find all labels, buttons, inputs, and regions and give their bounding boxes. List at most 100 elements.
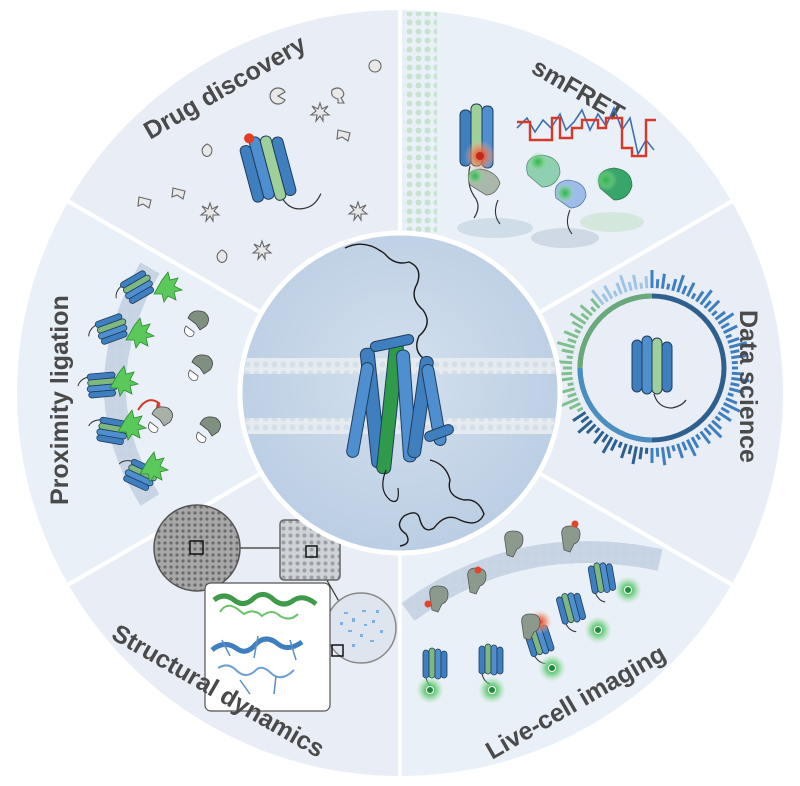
data-tick	[717, 312, 735, 325]
data-tick	[615, 282, 623, 295]
data-tick	[557, 360, 573, 365]
data-tick	[714, 310, 726, 321]
label-data-science: Data science	[734, 310, 762, 463]
data-tick	[609, 439, 618, 452]
data-tick	[676, 443, 684, 459]
data-tick	[727, 392, 734, 398]
data-tick	[571, 320, 584, 330]
data-tick	[690, 292, 697, 300]
data-tick	[559, 387, 576, 395]
data-tick	[638, 447, 644, 460]
data-tick	[572, 411, 587, 423]
data-tick	[711, 419, 723, 430]
data-tick	[577, 419, 593, 434]
data-tick	[576, 406, 584, 413]
data-tick	[660, 273, 666, 289]
data-tick	[727, 336, 740, 344]
data-tick	[666, 283, 671, 290]
data-tick	[560, 397, 579, 407]
data-tick	[567, 382, 574, 387]
data-tick	[730, 349, 740, 354]
data-tick	[690, 436, 700, 449]
data-tick	[590, 297, 601, 309]
data-tick	[601, 293, 609, 303]
data-tick	[731, 376, 750, 383]
data-tick	[723, 324, 738, 334]
data-tick	[567, 337, 577, 344]
data-tick	[644, 276, 649, 289]
data-tick	[703, 300, 712, 309]
data-tick	[711, 310, 718, 317]
data-tick	[686, 439, 697, 457]
data-tick	[707, 423, 723, 439]
gpcr-helix-bundle-icon	[239, 133, 322, 210]
micrograph-icon	[325, 592, 397, 664]
data-tick	[566, 355, 573, 360]
data-tick	[594, 427, 601, 434]
data-tick	[671, 444, 676, 452]
data-tick	[601, 433, 609, 443]
data-tick	[569, 312, 587, 325]
data-tick	[593, 430, 605, 445]
data-tick	[699, 430, 711, 445]
data-tick	[660, 447, 667, 466]
data-tick	[601, 436, 614, 454]
data-tick	[728, 341, 748, 349]
data-tick	[725, 397, 738, 405]
data-tick	[728, 387, 745, 395]
data-tick	[671, 278, 678, 292]
data-tick	[725, 333, 733, 339]
data-tick	[591, 289, 605, 306]
proximity-ligation-illustration: Proximity ligation	[46, 262, 221, 506]
data-tick	[686, 282, 696, 297]
cryo-em-grid-icon	[153, 504, 241, 592]
data-tick	[561, 348, 574, 354]
data-tick	[579, 304, 593, 317]
data-tick	[681, 441, 688, 451]
data-tick	[580, 415, 590, 424]
data-tick	[655, 447, 660, 457]
data-tick	[707, 299, 721, 313]
data-tick	[717, 411, 732, 423]
data-tick	[676, 274, 685, 293]
data-tick	[731, 354, 747, 360]
data-tick	[556, 341, 576, 349]
data-tick	[580, 312, 590, 321]
data-tick	[695, 433, 702, 441]
data-tick	[730, 382, 740, 387]
data-tick	[720, 406, 730, 414]
data-tick	[563, 330, 579, 339]
data-tick	[627, 444, 633, 455]
data-tick	[714, 415, 722, 422]
bound-ligand-icon	[244, 133, 255, 144]
data-tick	[703, 427, 712, 436]
data-tick	[590, 306, 597, 313]
data-tick	[620, 443, 628, 459]
data-tick	[666, 446, 672, 459]
data-tick	[632, 274, 638, 290]
label-proximity-ligation: Proximity ligation	[46, 295, 74, 505]
data-tick	[720, 322, 730, 330]
data-tick	[631, 446, 638, 465]
fret-trace	[516, 105, 656, 158]
data-tick	[723, 402, 741, 413]
data-tick	[567, 392, 577, 399]
data-science-illustration: Data science	[554, 270, 762, 466]
gpcr-helix-bundle-icon	[631, 335, 687, 409]
density-map-panel	[204, 582, 331, 712]
data-tick	[603, 284, 614, 300]
data-tick	[731, 371, 744, 376]
bead-array	[403, 12, 437, 238]
data-tick	[655, 279, 660, 289]
data-tick	[639, 282, 644, 289]
circular-data-plot	[554, 270, 750, 466]
data-tick	[585, 423, 597, 435]
gpcr-structure-icon	[346, 333, 454, 475]
data-tick	[695, 290, 705, 303]
data-tick	[619, 274, 628, 293]
segment-proximity-ligation	[13, 197, 404, 589]
data-tick	[574, 328, 581, 334]
data-tick	[627, 281, 633, 292]
data-tick	[681, 285, 688, 295]
